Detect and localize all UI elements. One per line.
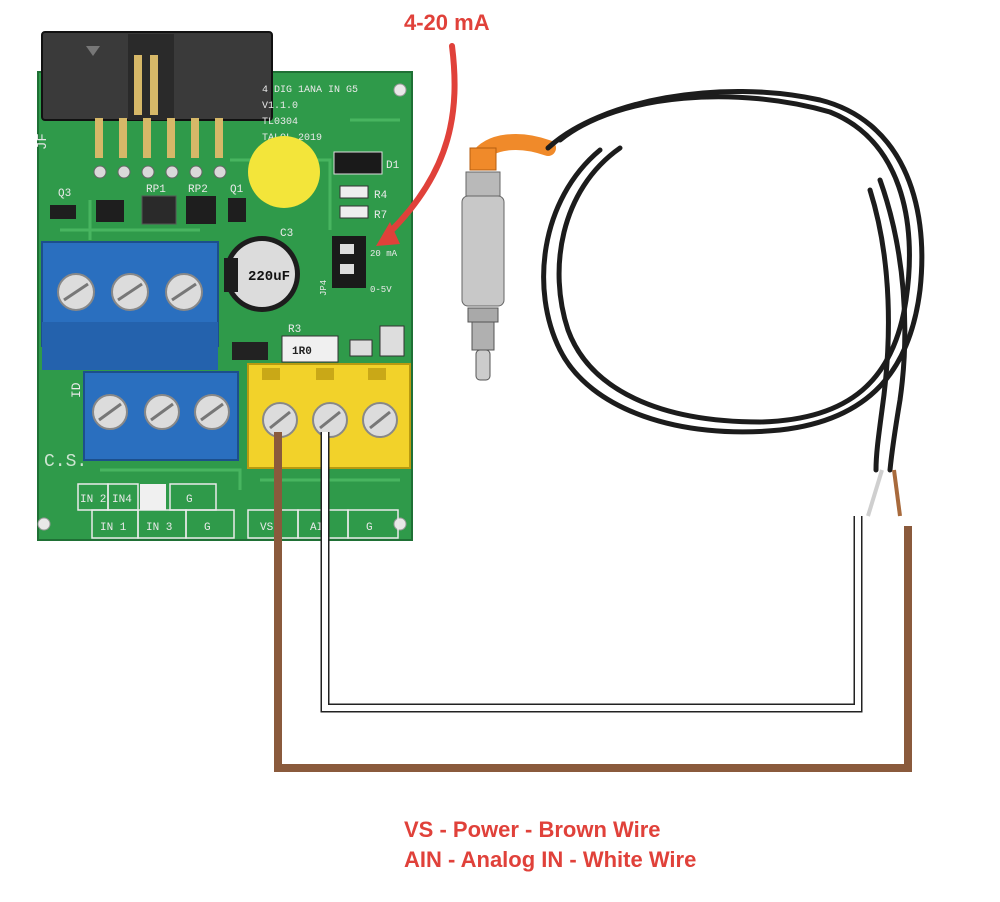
ref-jp4: JP4	[319, 280, 329, 296]
label-vs: VS	[260, 522, 274, 534]
ref-r3: R3	[288, 324, 301, 336]
ribbon-header-connector	[41, 31, 273, 158]
board-title-3: TL0304	[262, 117, 298, 128]
label-in1: IN 1	[100, 522, 127, 534]
connector-label: JF	[35, 133, 51, 150]
resistor-marking: 1R0	[292, 346, 312, 358]
smd-components	[50, 151, 405, 363]
label-in2: IN 2	[80, 494, 106, 506]
annotation-arrow	[376, 43, 458, 246]
label-g-top: G	[186, 494, 193, 506]
terminal-label-grid	[77, 483, 399, 539]
caption-line-2: AIN - Analog IN - White Wire	[404, 847, 697, 872]
white-wire-end	[866, 469, 884, 517]
ref-rp1: RP1	[146, 184, 166, 196]
ref-q1: Q1	[230, 184, 244, 196]
white-wire-ain	[322, 432, 861, 711]
header-pads	[93, 165, 227, 179]
label-in4: IN4	[112, 494, 132, 506]
brown-wire-vs	[274, 432, 912, 772]
annotation-top-label: 4-20 mA	[404, 10, 490, 35]
sensor-cable	[541, 88, 925, 473]
ref-d1: D1	[386, 160, 400, 172]
yellow-sticker	[248, 136, 320, 208]
label-in3: IN 3	[146, 522, 172, 534]
annotation-caption: VS - Power - Brown Wire AIN - Analog IN …	[404, 815, 696, 875]
label-blank-sticker	[140, 484, 166, 510]
terminal-block-blue-bottom	[83, 371, 239, 461]
ref-rp2: RP2	[188, 184, 208, 196]
ref-r7: R7	[374, 210, 387, 222]
cs-label: C.S.	[44, 452, 87, 472]
jumper-05v-label: 0-5V	[370, 285, 392, 295]
label-g-2: G	[366, 522, 373, 534]
capacitor	[224, 236, 300, 312]
jumper-20ma-label: 20 mA	[370, 249, 398, 259]
ref-q3: Q3	[58, 188, 71, 200]
pressure-sensor	[461, 134, 556, 381]
id-label: ID	[69, 382, 84, 398]
board-title-1: 4 DIG 1ANA IN G5	[262, 85, 358, 96]
ref-c3: C3	[280, 228, 293, 240]
brown-wire-end	[892, 469, 902, 517]
capacitor-marking: 220uF	[248, 269, 290, 285]
terminal-block-blue-top	[41, 241, 219, 370]
board-title-2: V1.1.0	[262, 101, 298, 112]
ref-r4: R4	[374, 190, 388, 202]
label-g-1: G	[204, 522, 211, 534]
caption-line-1: VS - Power - Brown Wire	[404, 817, 661, 842]
